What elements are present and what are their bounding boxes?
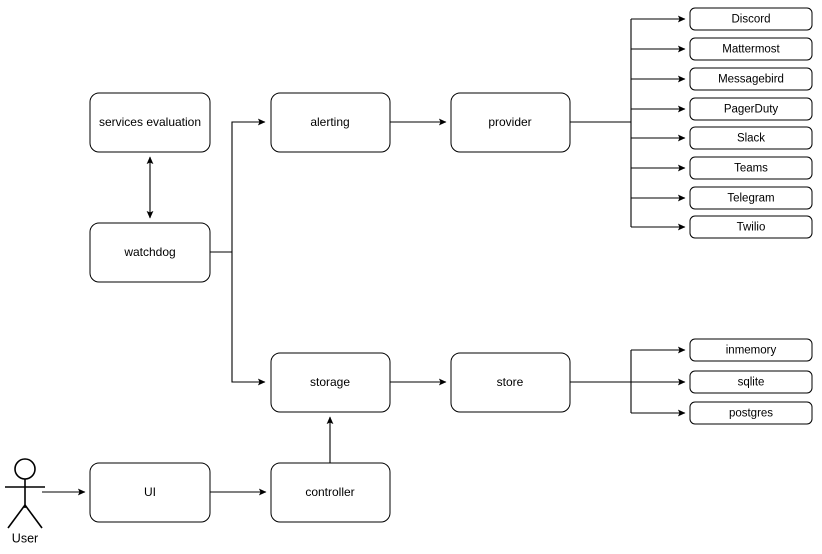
user-actor[interactable]: User xyxy=(5,458,45,545)
node-services-evaluation-label: services evaluation xyxy=(99,115,201,129)
node-controller-rect[interactable] xyxy=(270,462,391,523)
provider-leaf[interactable]: PagerDuty xyxy=(689,97,813,121)
provider-leaf-rect[interactable] xyxy=(689,97,813,121)
node-layer: services evaluation watchdog alerting pr… xyxy=(89,92,571,523)
node-provider[interactable]: provider xyxy=(450,92,571,153)
provider-leaf-rect[interactable] xyxy=(689,37,813,61)
provider-leaf-rect[interactable] xyxy=(689,7,813,31)
actor-leg-left-icon xyxy=(7,504,26,529)
edge-layer xyxy=(42,15,686,496)
node-ui-label: UI xyxy=(144,485,156,499)
node-storage-rect[interactable] xyxy=(270,352,391,413)
store-leaf-rect[interactable] xyxy=(689,370,813,394)
node-ui-rect[interactable] xyxy=(89,462,211,523)
user-actor-label: User xyxy=(12,531,38,545)
provider-leaf-label: Slack xyxy=(737,133,765,145)
node-watchdog-label: watchdog xyxy=(123,245,175,259)
node-provider-label: provider xyxy=(488,115,531,129)
node-storage[interactable]: storage xyxy=(270,352,391,413)
node-storage-label: storage xyxy=(310,375,350,389)
actor-leg-right-icon xyxy=(24,504,43,529)
store-leaf[interactable]: sqlite xyxy=(689,370,813,394)
provider-leaf[interactable]: Telegram xyxy=(689,186,813,210)
store-leaf[interactable]: inmemory xyxy=(689,338,813,362)
provider-leaf-label: Discord xyxy=(732,14,771,26)
edge-watchdog-alerting xyxy=(231,118,266,252)
actor-head-icon xyxy=(14,458,36,480)
node-store-rect[interactable] xyxy=(450,352,571,413)
store-leaf-label: inmemory xyxy=(726,345,777,357)
provider-leaf[interactable]: Messagebird xyxy=(689,67,813,91)
node-alerting-rect[interactable] xyxy=(270,92,391,153)
store-leaf[interactable]: postgres xyxy=(689,401,813,425)
provider-leaf[interactable]: Twilio xyxy=(689,215,813,239)
node-controller[interactable]: controller xyxy=(270,462,391,523)
provider-leaf[interactable]: Discord xyxy=(689,7,813,31)
provider-leaf-label: Messagebird xyxy=(718,74,784,86)
store-leaf-rect[interactable] xyxy=(689,401,813,425)
provider-leaf[interactable]: Teams xyxy=(689,156,813,180)
provider-leaf-label: Mattermost xyxy=(722,44,780,56)
node-ui[interactable]: UI xyxy=(89,462,211,523)
provider-leaf-label: PagerDuty xyxy=(724,104,779,116)
node-services-evaluation[interactable]: services evaluation xyxy=(89,92,211,153)
provider-leaf[interactable]: Mattermost xyxy=(689,37,813,61)
provider-leaf-rect[interactable] xyxy=(689,215,813,239)
node-controller-label: controller xyxy=(305,485,354,499)
node-alerting[interactable]: alerting xyxy=(270,92,391,153)
node-services-evaluation-rect[interactable] xyxy=(89,92,211,153)
provider-leaf-label: Twilio xyxy=(737,222,766,234)
store-leaf-label: postgres xyxy=(729,408,773,420)
store-leaf-rect[interactable] xyxy=(689,338,813,362)
store-branches xyxy=(631,346,686,417)
provider-leaf-rect[interactable] xyxy=(689,67,813,91)
store-leaf-label: sqlite xyxy=(738,377,765,389)
provider-leaf-label: Teams xyxy=(734,163,768,175)
provider-leaf[interactable]: Slack xyxy=(689,126,813,150)
provider-branches xyxy=(631,15,686,231)
node-provider-rect[interactable] xyxy=(450,92,571,153)
node-store-label: store xyxy=(497,375,524,389)
provider-leaf-rect[interactable] xyxy=(689,156,813,180)
provider-leaf-label: Telegram xyxy=(727,193,774,205)
node-alerting-label: alerting xyxy=(310,115,349,129)
edge-watchdog-storage xyxy=(231,252,266,386)
store-leaf-layer: inmemory sqlite postgres xyxy=(689,338,813,425)
node-watchdog-rect[interactable] xyxy=(89,222,211,283)
node-store[interactable]: store xyxy=(450,352,571,413)
provider-leaf-layer: Discord Mattermost Messagebird PagerDuty… xyxy=(689,7,813,239)
node-watchdog[interactable]: watchdog xyxy=(89,222,211,283)
provider-leaf-rect[interactable] xyxy=(689,186,813,210)
provider-leaf-rect[interactable] xyxy=(689,126,813,150)
